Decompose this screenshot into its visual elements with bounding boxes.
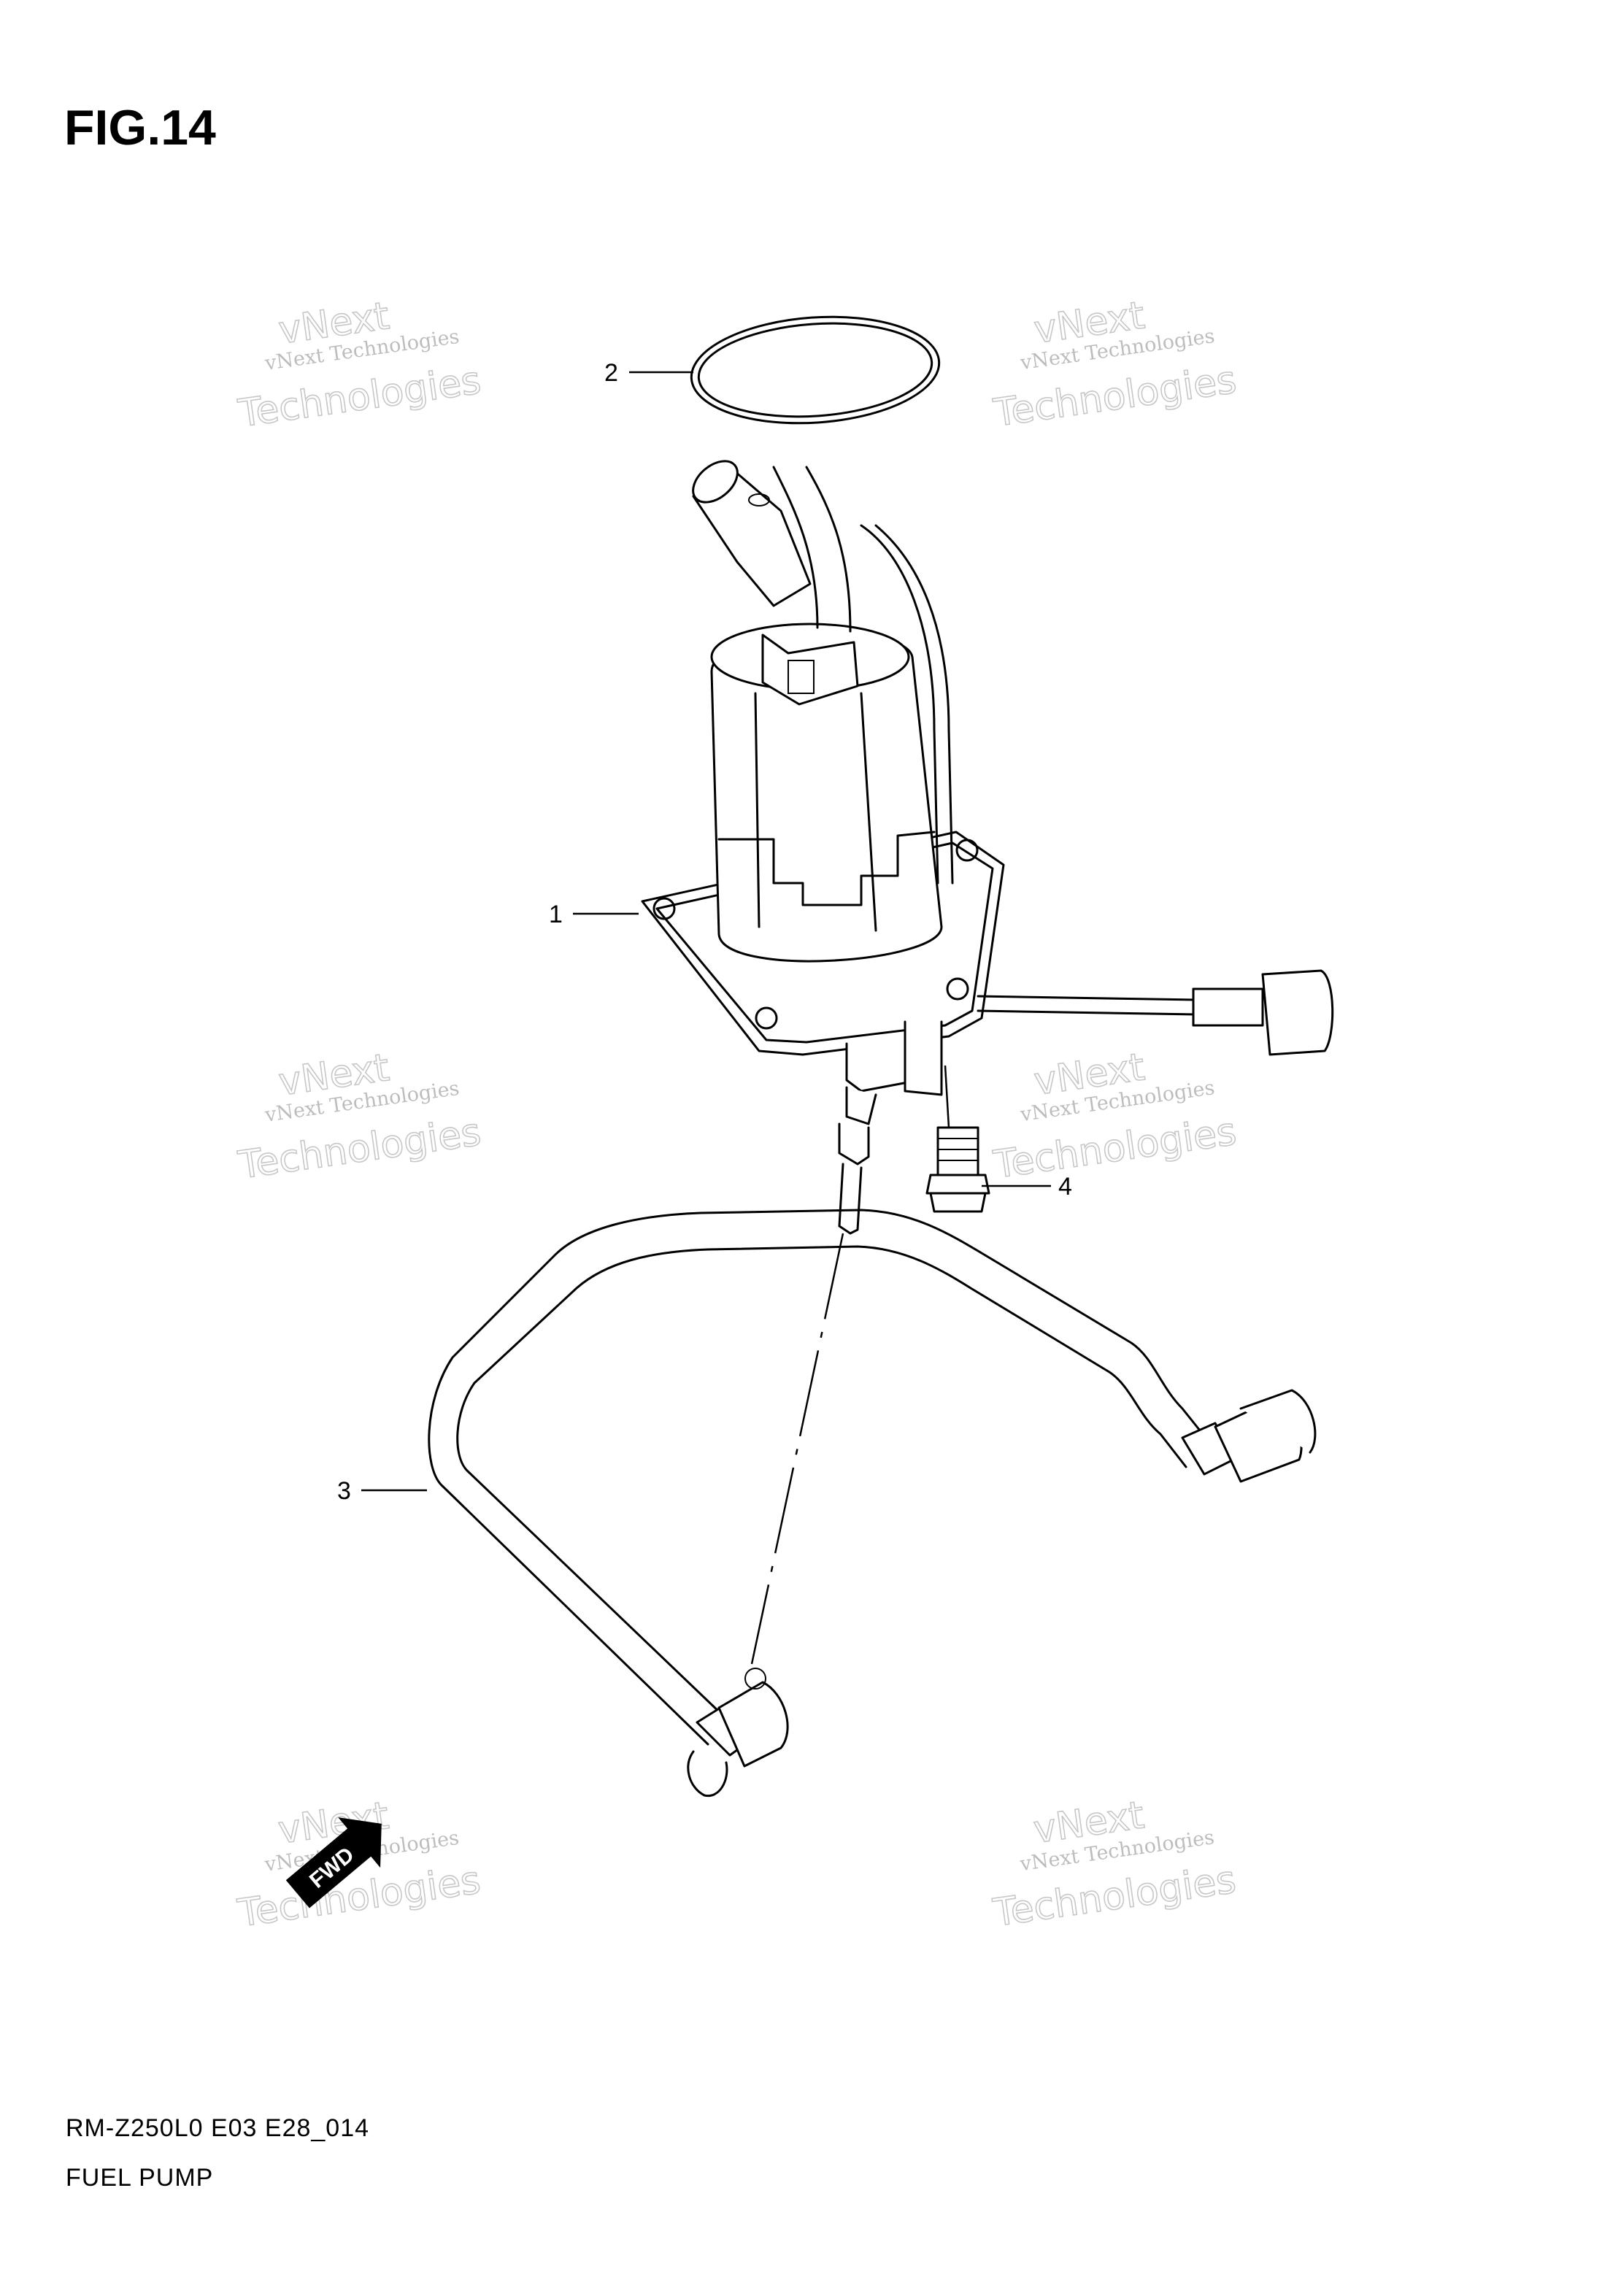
callout-4: 4 [1058, 1173, 1072, 1201]
assembly-dashed-line [750, 1233, 844, 1665]
callout-2: 2 [604, 359, 618, 387]
watermark-mid-right: vNext vNext Technologies Technologies [990, 1045, 1240, 1188]
o-ring-part-2 [690, 315, 941, 425]
model-code: RM-Z250L0 E03 E28_014 [66, 2114, 369, 2142]
fuel-pump-part-1 [641, 460, 1334, 1235]
watermark-top-left: vNext vNext Technologies Technologies [235, 293, 485, 436]
figure-title: FIG.14 [64, 100, 216, 155]
callout-3: 3 [337, 1477, 351, 1505]
watermark-top-right: vNext vNext Technologies Technologies [990, 293, 1240, 436]
fuel-hose-part-3 [428, 1209, 1317, 1798]
section-name: FUEL PUMP [66, 2164, 213, 2192]
bolt-part-4 [925, 1065, 990, 1213]
callout-1: 1 [549, 901, 563, 928]
watermark-bottom-right: vNext vNext Technologies Technologies [990, 1793, 1239, 1936]
watermark-mid-left: vNext vNext Technologies Technologies [235, 1045, 485, 1188]
